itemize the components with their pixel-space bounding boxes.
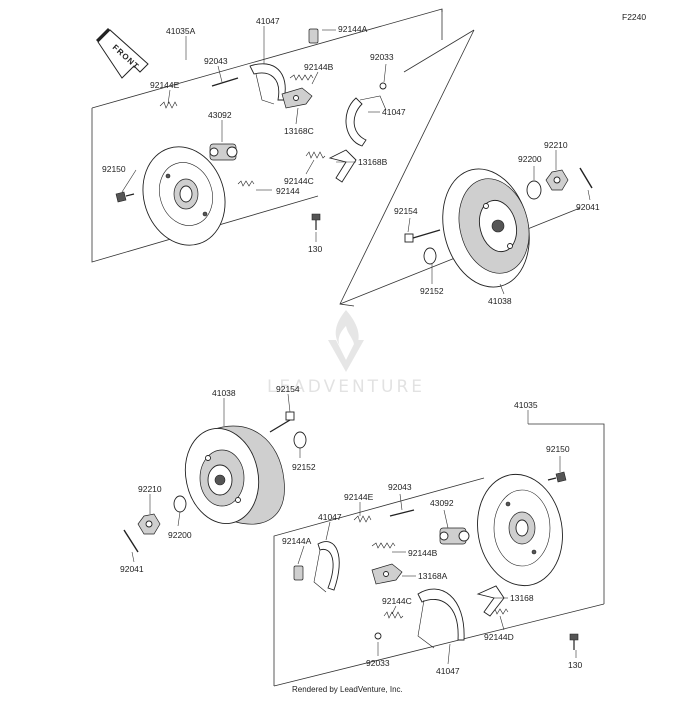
label-top-nut-small: 92033: [370, 52, 394, 62]
label-bottom-washer-drum: 92152: [292, 462, 316, 472]
front-arrow-icon: FRONT: [96, 28, 149, 79]
footer-credit: Rendered by LeadVenture, Inc.: [292, 685, 403, 694]
label-bottom-shoe-upper: 41047: [318, 512, 342, 522]
brake-drum-bottom: [184, 425, 285, 525]
watermark: LEADVENTURE: [267, 310, 425, 397]
label-bottom-spring-c: 92144C: [382, 596, 412, 606]
label-top-clip: 92144A: [338, 24, 368, 34]
washer-drum-bottom: [293, 431, 307, 449]
label-top-drum: 41038: [488, 296, 512, 306]
label-top-shoe-right: 41047: [382, 107, 406, 117]
label-bottom-lever: 13168: [510, 593, 534, 603]
label-top-spring-b: 92144B: [304, 62, 334, 72]
label-top-spring-e: 92144E: [150, 80, 180, 90]
clip-bottom: [293, 565, 304, 581]
label-bottom-nut-hub: 92210: [138, 484, 162, 494]
watermark-flame-icon: [335, 310, 359, 350]
label-bottom-cylinder: 43092: [430, 498, 454, 508]
adjuster-top: [281, 87, 313, 109]
wheel-cylinder-top: [209, 143, 238, 161]
label-top-nut-hub: 92210: [544, 140, 568, 150]
bolt-bottom-bottom: [569, 633, 579, 650]
nut-small-bottom: [374, 632, 382, 640]
pin-top: [211, 77, 239, 87]
pin-bottom: [389, 509, 415, 517]
lever-top: [328, 149, 357, 183]
label-bottom-shoe-lower: 41047: [436, 666, 460, 676]
label-bottom-spring-e: 92144E: [344, 492, 374, 502]
watermark-text: LEADVENTURE: [267, 377, 425, 397]
label-top-shoe-upper: 41047: [256, 16, 280, 26]
label-bottom-washer-hub: 92200: [168, 530, 192, 540]
spring-b-bottom: [371, 542, 396, 549]
leaders-top: [121, 26, 591, 295]
label-bottom-spring-d: 92144D: [484, 632, 514, 642]
spring-c-bottom: [383, 611, 404, 619]
bottom-group-outline: [273, 423, 605, 687]
label-bottom-drum: 41038: [212, 388, 236, 398]
label-bottom-bolt-drum: 92154: [276, 384, 300, 394]
label-top-bolt-left: 92150: [102, 164, 126, 174]
bolt-bottom-top: [311, 213, 321, 230]
label-top-washer-drum: 92152: [420, 286, 444, 296]
spring-top: [237, 180, 255, 187]
label-bottom-clip: 92144A: [282, 536, 312, 546]
label-top-bolt-bottom: 130: [308, 244, 322, 254]
backing-plate-top: [142, 146, 226, 246]
top-group-outline: [91, 8, 581, 307]
label-top-lever: 13168B: [358, 157, 388, 167]
label-top-pin: 92043: [204, 56, 228, 66]
label-bottom-pin: 92043: [388, 482, 412, 492]
bolt-left-top: [115, 191, 135, 203]
label-bottom-adjuster: 13168A: [418, 571, 448, 581]
brake-drum-top: [442, 168, 530, 288]
label-bottom-cotter: 92041: [120, 564, 144, 574]
label-bottom-assy: 41035: [514, 400, 538, 410]
brake-shoe-top-right: [345, 95, 387, 147]
nut-small-top: [379, 82, 387, 90]
spring-e-bottom: [353, 515, 372, 523]
label-top-bolt-drum: 92154: [394, 206, 418, 216]
bolt-drum-bottom: [269, 411, 295, 433]
spring-c-top: [305, 151, 326, 159]
label-top-spring-c: 92144C: [284, 176, 314, 186]
label-top-washer-hub: 92200: [518, 154, 542, 164]
nut-hub-top: [545, 169, 569, 191]
brake-shoe-top-left: [249, 63, 286, 105]
label-top-assy: 41035A: [166, 26, 196, 36]
label-top-adjuster: 13168C: [284, 126, 314, 136]
lever-bottom: [476, 585, 505, 617]
bolt-right-bottom: [547, 471, 567, 483]
washer-hub-bottom: [173, 495, 187, 513]
brake-shoe-bottom-upper: [313, 541, 340, 593]
brake-shoe-bottom-lower: [417, 588, 465, 649]
label-top-cotter: 92041: [576, 202, 600, 212]
label-top-cylinder: 43092: [208, 110, 232, 120]
watermark-v-icon: [328, 340, 364, 372]
diagram-code: F2240: [622, 12, 646, 22]
cotter-top: [579, 167, 593, 189]
label-bottom-spring-b: 92144B: [408, 548, 438, 558]
clip-top: [308, 28, 319, 44]
washer-hub-top: [526, 180, 542, 200]
adjuster-bottom: [371, 563, 403, 585]
nut-hub-bottom: [137, 513, 161, 535]
backing-plate-bottom: [477, 473, 563, 587]
label-bottom-bolt-bottom: 130: [568, 660, 582, 670]
label-top-spring: 92144: [276, 186, 300, 196]
leaders-bottom: [131, 393, 577, 665]
spring-b-top: [289, 74, 314, 81]
wheel-cylinder-bottom: [439, 527, 470, 545]
washer-drum-top: [423, 247, 437, 265]
label-bottom-bolt-right: 92150: [546, 444, 570, 454]
bolt-drum-top: [404, 229, 441, 243]
cotter-bottom: [123, 529, 139, 553]
spring-e-top: [159, 101, 178, 109]
label-bottom-nut-small: 92033: [366, 658, 390, 668]
